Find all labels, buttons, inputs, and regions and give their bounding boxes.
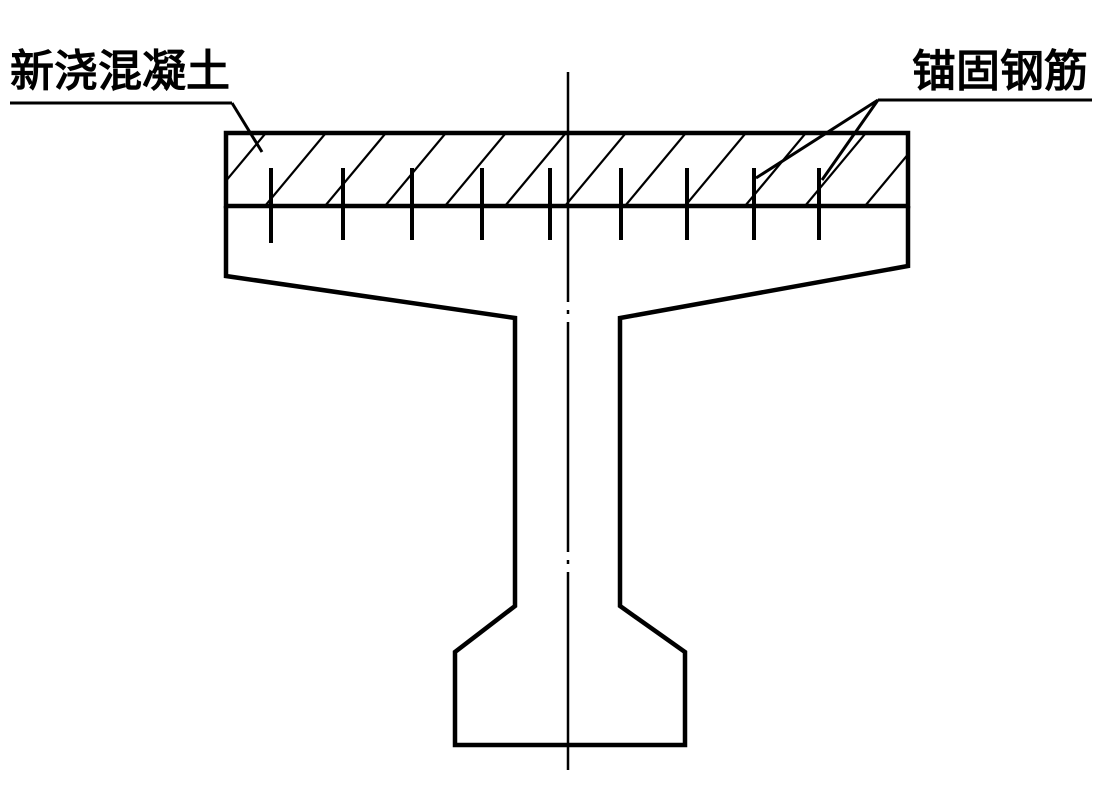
new-concrete-leader bbox=[10, 101, 264, 153]
anchor-rebars bbox=[269, 168, 821, 243]
anchor-rebar-label: 锚固钢筋 bbox=[912, 46, 1088, 97]
new-concrete-hatch bbox=[226, 133, 908, 206]
anchor-rebar-leader bbox=[755, 98, 1092, 181]
new-concrete-label: 新浇混凝土 bbox=[10, 46, 230, 97]
t-beam-outline bbox=[223, 206, 911, 748]
